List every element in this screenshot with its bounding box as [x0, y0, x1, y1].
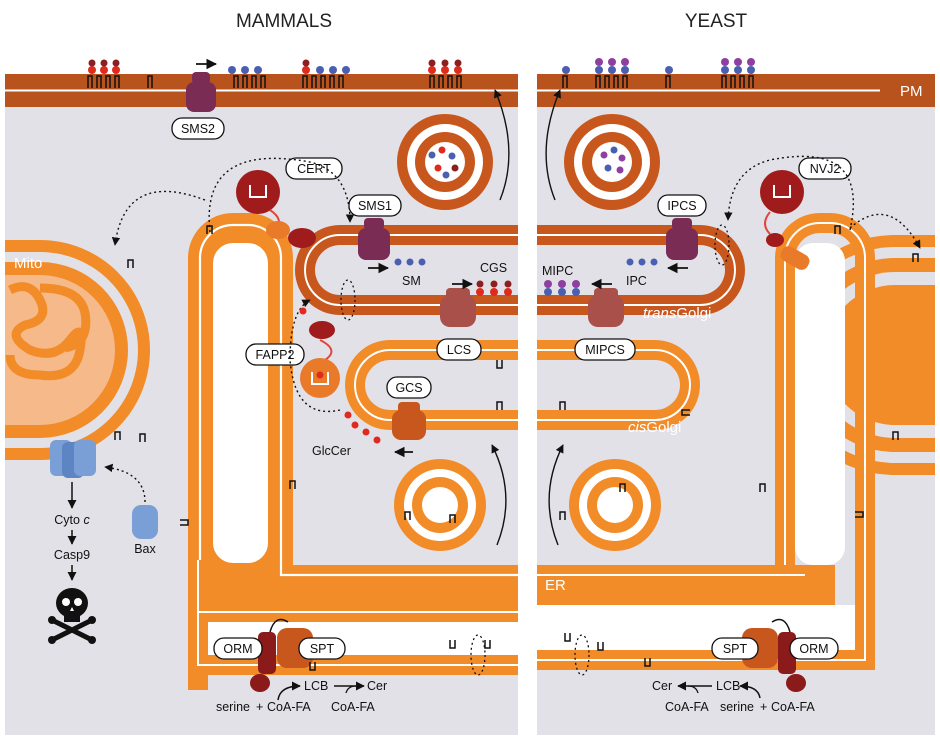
sms1-label: SMS1 [358, 199, 392, 213]
vesicle-yeast-bottom [569, 459, 661, 551]
pm-label: PM [900, 83, 923, 100]
glccer-headgroup-fapp2 [300, 308, 307, 315]
lcs-label: LCS [447, 343, 471, 357]
mito-pore [50, 440, 96, 478]
lcb-mammal-label: LCB [304, 679, 328, 693]
lcb-yeast-label: LCB [716, 679, 740, 693]
fapp2-label: FAPP2 [256, 348, 295, 362]
plus-mammal-label: + [256, 700, 263, 714]
orm-mammal-label: ORM [223, 642, 252, 656]
ipc-label: IPC [626, 274, 647, 288]
coafa2-yeast-label: CoA-FA [665, 700, 709, 714]
ipcs-label: IPCS [667, 199, 696, 213]
coafa-yeast-label: CoA-FA [771, 700, 815, 714]
header-yeast: YEAST [685, 11, 748, 32]
plus-yeast-label: + [760, 700, 767, 714]
pm-headgroups-mammal [88, 60, 462, 75]
mipc-label: MIPC [542, 264, 573, 278]
bax-protein [132, 505, 158, 539]
serine-yeast-label: serine [720, 700, 754, 714]
plasma-membrane [5, 74, 935, 107]
sms2-label: SMS2 [181, 122, 215, 136]
pm-headgroups-yeast [562, 58, 755, 74]
vesicle-mammal-bottom [394, 459, 486, 551]
spt-yeast-label: SPT [723, 642, 748, 656]
trans-golgi-label: transGolgi [643, 305, 711, 322]
cert-label: CERT [297, 162, 331, 176]
coafa-mammal-label: CoA-FA [267, 700, 311, 714]
bax-label: Bax [134, 542, 156, 556]
mipcs-label: MIPCS [585, 343, 625, 357]
gcs-label: GCS [395, 381, 422, 395]
orm-yeast-label: ORM [799, 642, 828, 656]
spt-mammal-label: SPT [310, 642, 335, 656]
cis-golgi-label: cisGolgi [628, 419, 681, 436]
sm-label: SM [402, 274, 421, 288]
cer-yeast-label: Cer [652, 679, 672, 693]
casp9-label: Casp9 [54, 548, 90, 562]
vesicle-yeast-top [564, 114, 660, 210]
serine-mammal-label: serine [216, 700, 250, 714]
mito-label: Mito [14, 255, 42, 272]
coafa2-mammal-label: CoA-FA [331, 700, 375, 714]
cer-mammal-label: Cer [367, 679, 387, 693]
er-label: ER [545, 577, 566, 594]
glccer-label: GlcCer [312, 444, 351, 458]
cyto-c-label: Cyto c [54, 513, 90, 527]
ipc-lipids [627, 259, 658, 266]
vesicle-mammal-top [397, 114, 493, 210]
sm-lipids [395, 259, 426, 266]
header-mammals: MAMMALS [236, 11, 332, 32]
cgs-label: CGS [480, 261, 507, 275]
